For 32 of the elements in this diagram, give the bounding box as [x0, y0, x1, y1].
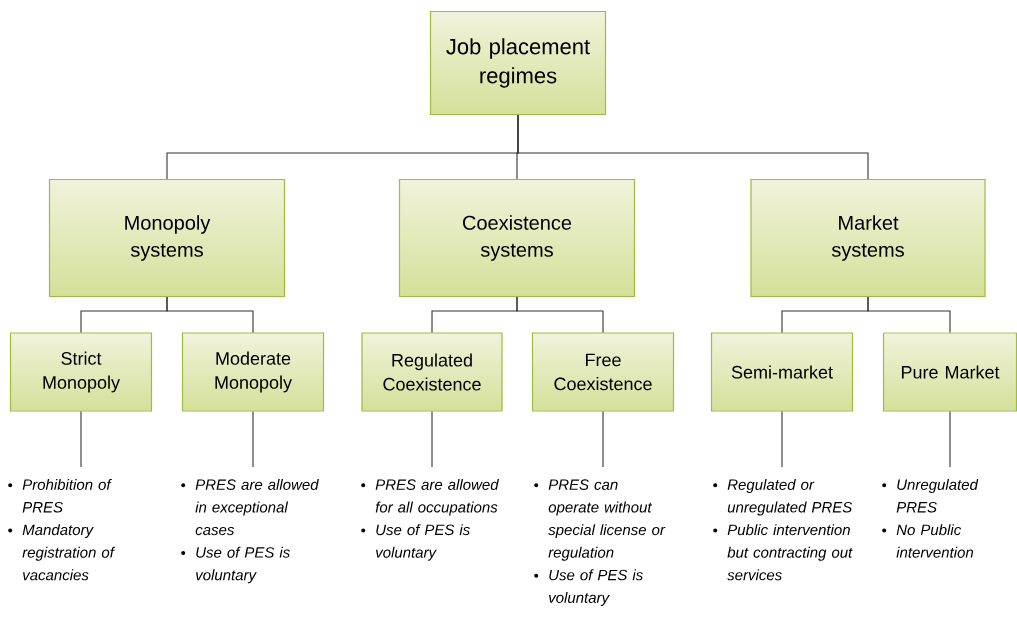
connector-line: [602, 411, 604, 468]
subcategory-box: Pure Market: [882, 332, 1017, 412]
connector-line: [252, 411, 254, 468]
bullet-item: Prohibition of PRES: [22, 478, 112, 513]
category-box: Market systems: [750, 178, 986, 298]
subcategory-box: Free Coexistence: [531, 332, 675, 412]
bullet-item: No Public intervention: [896, 524, 974, 558]
bullet-item: Use of PES is voluntary: [549, 569, 643, 606]
connector-line: [166, 296, 254, 333]
bullet-item: Mandatory registration of vacancies: [22, 524, 116, 581]
subcategory-box: Regulated Coexistence: [361, 332, 503, 412]
bullet-item: Public intervention but contracting out services: [727, 524, 853, 581]
connector-line: [781, 411, 783, 468]
subcategory-box: Moderate Monopoly: [181, 332, 325, 412]
connector-line: [80, 411, 82, 468]
category-box: Monopoly systems: [48, 178, 286, 298]
bullet-item: Regulated or unregulated PRES: [727, 478, 853, 516]
connector-line: [431, 411, 433, 468]
bullet-item: PRES are allowed for all occupations: [375, 478, 499, 516]
connector-line: [517, 114, 869, 180]
connector-line: [949, 411, 951, 468]
subcategory-box: Semi-market: [710, 332, 854, 412]
connector-line: [516, 296, 604, 333]
bullet-item: PRES are allowed in exceptional cases: [195, 478, 319, 536]
bullet-item: Unregulated PRES: [896, 478, 979, 513]
bullet-item: Use of PES is voluntary: [196, 546, 290, 584]
connector-line: [867, 296, 951, 333]
category-box: Coexistence systems: [398, 178, 636, 298]
bullet-item: PRES can operate without special license or regulation: [548, 479, 666, 561]
subcategory-box: Strict Monopoly: [9, 332, 153, 412]
root-box: Job placement regimes: [429, 10, 607, 116]
bullet-item: Use of PES is voluntary: [376, 524, 470, 561]
